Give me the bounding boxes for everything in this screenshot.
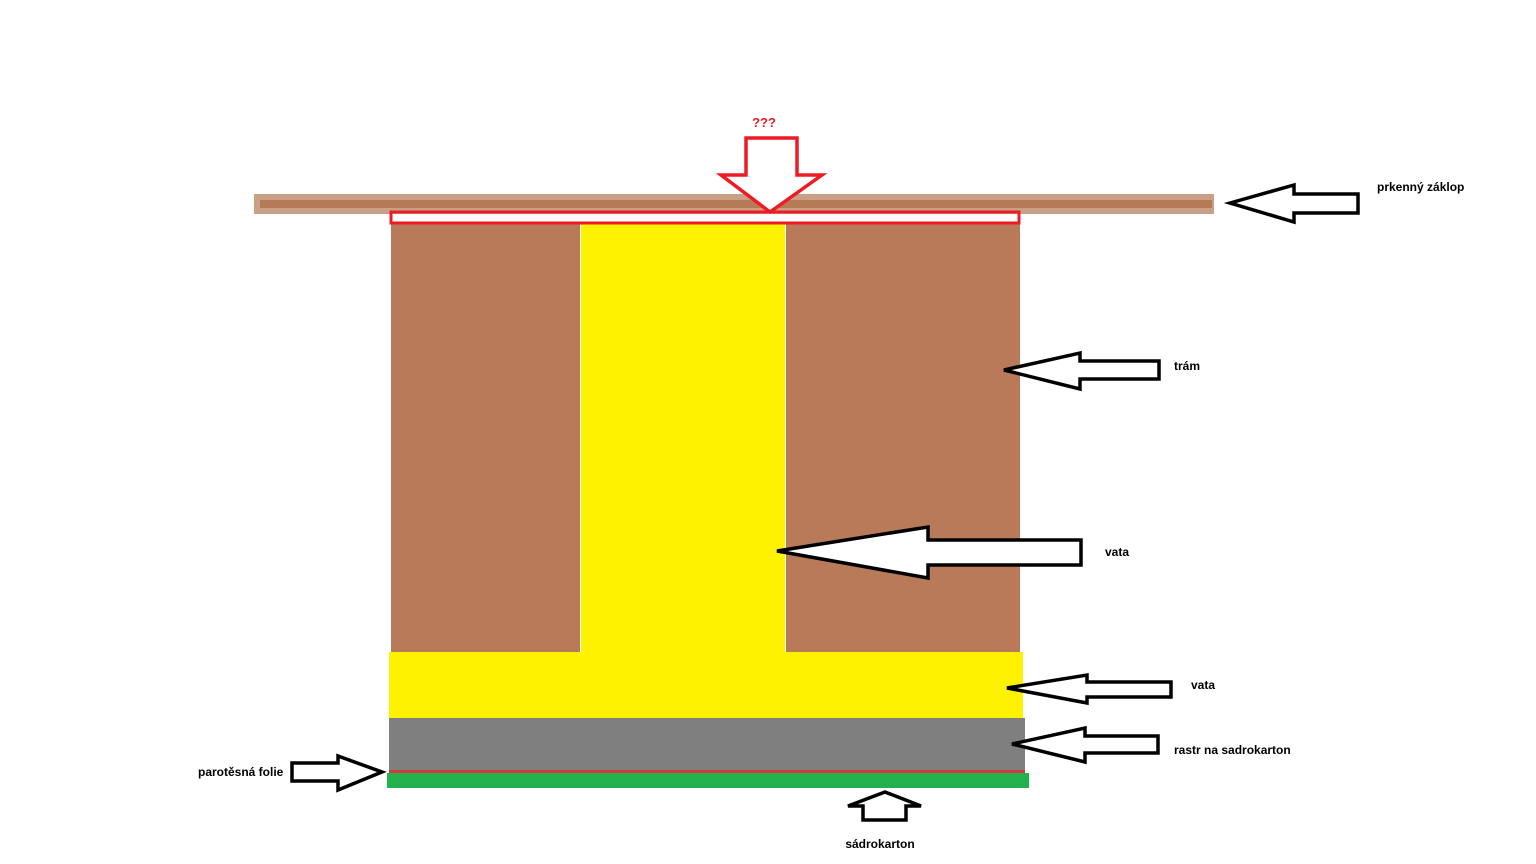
drywall-arrow-icon [847, 790, 922, 822]
grid-arrow-icon [1011, 725, 1160, 765]
question-arrow-icon [715, 136, 828, 215]
insulation-below-label: vata [1191, 678, 1215, 692]
boarding-label: prkenný záklop [1377, 180, 1464, 194]
vapor-barrier-arrow-icon [290, 753, 387, 793]
insulation-between-arrow-icon [776, 524, 1083, 581]
beam-right [786, 222, 1020, 652]
grid-label: rastr na sadrokarton [1174, 743, 1291, 757]
insulation-between-label: vata [1105, 545, 1129, 559]
board-sheathing-inner [260, 200, 1212, 208]
vapor-barrier-line [389, 770, 1025, 773]
beam-label: trám [1174, 359, 1200, 373]
boarding-arrow-icon [1223, 182, 1360, 225]
beam-left [391, 222, 580, 652]
insulation-layer-below [389, 652, 1023, 718]
question-label: ??? [752, 115, 776, 130]
vapor-barrier-label: parotěsná folie [198, 765, 284, 779]
highlight-unknown-layer [389, 210, 1021, 225]
drywall-grid-layer [389, 718, 1025, 771]
drywall-label: sádrokarton [845, 837, 914, 851]
insulation-between-beams [581, 224, 785, 652]
drywall-layer [387, 773, 1029, 788]
beam-arrow-icon [1003, 350, 1161, 392]
insulation-below-arrow-icon [1006, 672, 1173, 706]
